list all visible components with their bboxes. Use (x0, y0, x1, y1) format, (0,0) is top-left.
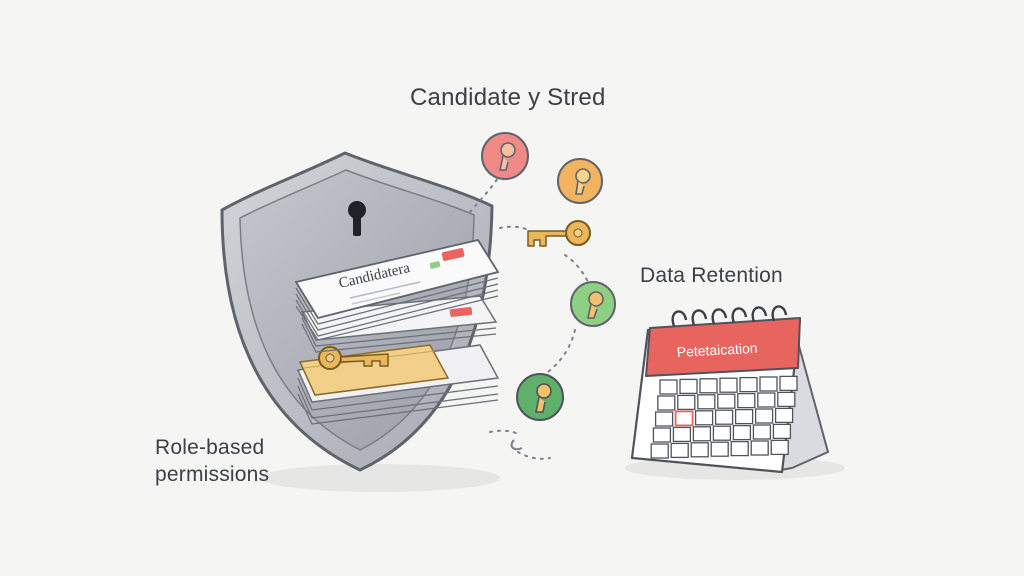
key-icon (318, 346, 389, 370)
calendar-day-cell (672, 426, 692, 443)
calendar-header: Petetaication (676, 340, 758, 360)
data-retention-label: Data Retention (640, 264, 783, 287)
calendar-day-cell (654, 411, 674, 427)
lock-badge-icon (557, 158, 603, 204)
calendar-day-cell (652, 427, 672, 443)
calendar-day-cell (694, 410, 714, 426)
keyhole-icon (348, 201, 366, 236)
top-stack: Candidatera (294, 238, 500, 341)
lock-badge-icon (570, 281, 616, 327)
lock-badge-icon (481, 132, 529, 180)
calendar-day-cell (772, 423, 792, 440)
calendar-day-cell (730, 440, 749, 457)
calendar-day-cell (657, 395, 676, 411)
calendar-rings (671, 305, 788, 327)
calendar-day-cell (674, 410, 694, 427)
calendar-day-cell (739, 376, 758, 393)
calendar-day-cell (710, 441, 729, 457)
calendar-day-cell (774, 407, 794, 424)
calendar-day-cell (670, 442, 689, 459)
calendar-day-cell (650, 443, 669, 459)
ring-mark (510, 439, 523, 451)
diagram-title: Candidate y Stred (410, 84, 606, 111)
calendar-day-cell (770, 439, 789, 456)
calendar-day-cell (750, 440, 769, 456)
calendar-day-cell (757, 392, 776, 408)
calendar-day-cell (754, 408, 774, 424)
document-stack: Candidatera (294, 238, 500, 425)
role-permissions-label: Role-based permissions (155, 436, 270, 486)
calendar-day-cell (677, 394, 696, 411)
calendar-day-cell (699, 378, 718, 394)
calendar-day-cell (697, 394, 716, 410)
calendar-day-cell (759, 376, 778, 392)
lock-badge-icon (516, 373, 564, 421)
calendar-day-cell (732, 424, 752, 441)
calendar-day-cell (690, 442, 709, 458)
calendar-grid (650, 375, 798, 459)
shield-shadow (260, 464, 500, 492)
calendar-day-cell (719, 377, 738, 393)
flow-path (469, 177, 589, 460)
calendar-day-cell (737, 392, 756, 409)
calendar-day-cell (717, 393, 736, 409)
calendar-day-cell (779, 375, 798, 392)
calendar-icon: Petetaication (630, 305, 829, 474)
calendar-day-cell (659, 379, 678, 395)
calendar-day-cell (734, 408, 754, 425)
key-icon (527, 220, 591, 247)
calendar-day-cell (714, 409, 734, 425)
calendar-day-cell (679, 378, 698, 395)
calendar-day-cell (692, 426, 712, 442)
calendar-day-cell (712, 425, 732, 441)
calendar-day-cell (752, 424, 772, 440)
calendar-day-cell (777, 391, 796, 408)
